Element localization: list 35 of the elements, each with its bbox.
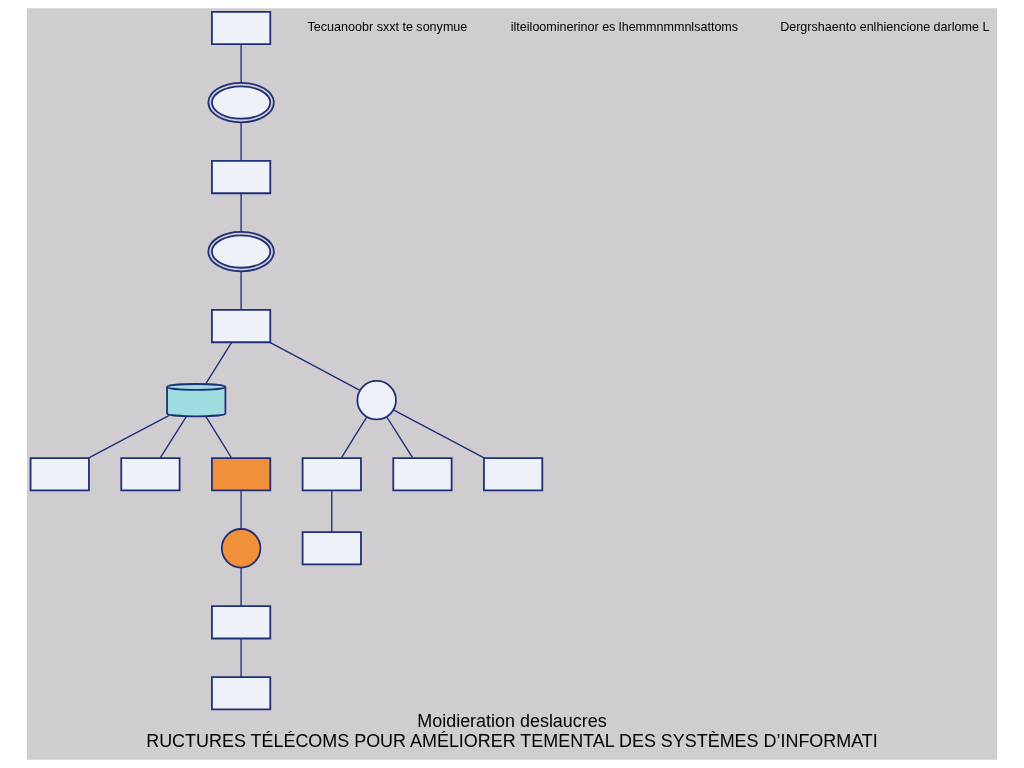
node-box: [211, 11, 272, 46]
caption: RUCTURES TÉLÉCOMS POUR AMÉLIORER TEMENTAL DES SYSTÈMES D’INFORMATI: [146, 731, 878, 752]
connector: [240, 637, 242, 678]
label: ilteiloominerinor es lhemmnmmnlsattoms: [510, 20, 739, 35]
connector: [159, 415, 188, 459]
connector: [240, 192, 242, 233]
connector: [88, 414, 170, 459]
connector: [240, 121, 242, 162]
connector: [240, 43, 242, 84]
connector: [331, 489, 333, 533]
node-box: [211, 457, 272, 492]
node-box: [211, 309, 272, 344]
diagram-title: Moidieration deslaucres: [417, 711, 607, 732]
node-box: [301, 457, 362, 492]
node-box: [120, 457, 181, 492]
node-box: [211, 605, 272, 640]
connector: [269, 341, 361, 391]
node-box: [211, 676, 272, 711]
label: Tecuanoobr sxxt te sonymue: [307, 20, 468, 35]
connector: [205, 415, 233, 459]
node-box: [29, 457, 90, 492]
node-box: [301, 531, 362, 566]
node-box: [392, 457, 453, 492]
connector: [205, 341, 233, 385]
node-box: [211, 160, 272, 195]
label: Dergrshaento enlhiencione darlome L: [780, 20, 990, 35]
connector: [385, 416, 414, 459]
connector: [340, 416, 368, 459]
connector: [240, 270, 242, 311]
connector: [392, 409, 485, 459]
node-circle: [356, 379, 397, 421]
node-box: [483, 457, 544, 492]
connector: [240, 567, 242, 607]
connector: [240, 489, 242, 530]
node-circle: [220, 528, 262, 569]
